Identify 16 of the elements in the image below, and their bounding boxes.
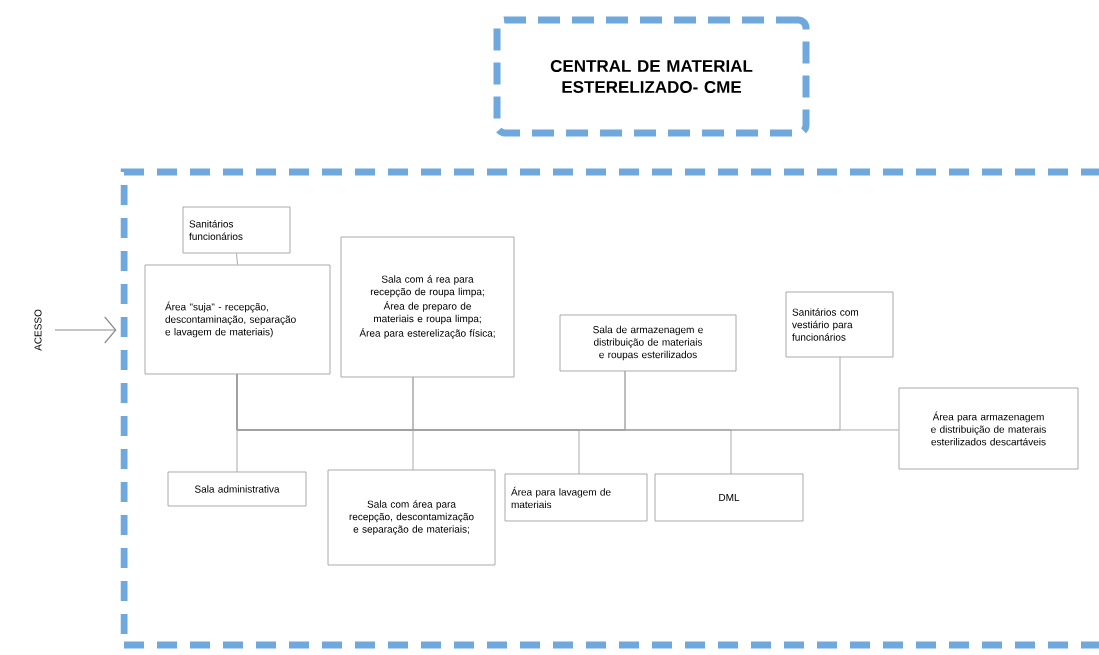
- connector-line: [236, 252, 238, 266]
- room-box: Área para armazenagem e distribuição de materais esterilizados descartáveis: [898, 387, 1079, 470]
- connector-line: [236, 373, 732, 475]
- dashed-frame: [120, 168, 1099, 649]
- arrow: [54, 316, 117, 344]
- room-box: Sanitários funcionários: [182, 206, 291, 254]
- edge-label: ACESSO: [33, 308, 43, 352]
- title-box: CENTRAL DE MATERIAL ESTERELIZADO- CME: [493, 16, 810, 137]
- room-box: Sala de armazenagem e distribuição de materiais e roupas esterilizados: [559, 314, 737, 372]
- room-box: Área para lavagem de materiais: [504, 473, 648, 522]
- room-box: Sala com área para recepção, descontamização e separação de materiais;: [327, 469, 496, 566]
- room-box: DML: [654, 473, 804, 522]
- room-box: Área "suja" - recepção, descontaminação, separação e lavagem de materiais): [144, 264, 331, 375]
- room-box: Sanitários com vestiário para funcionários: [785, 291, 894, 358]
- room-box: Sala com á rea para recepção de roupa limpa; Área de preparo de materiais e roupa limpa; Área para esterelização física;: [340, 236, 515, 378]
- room-box: Sala administrativa: [167, 471, 307, 507]
